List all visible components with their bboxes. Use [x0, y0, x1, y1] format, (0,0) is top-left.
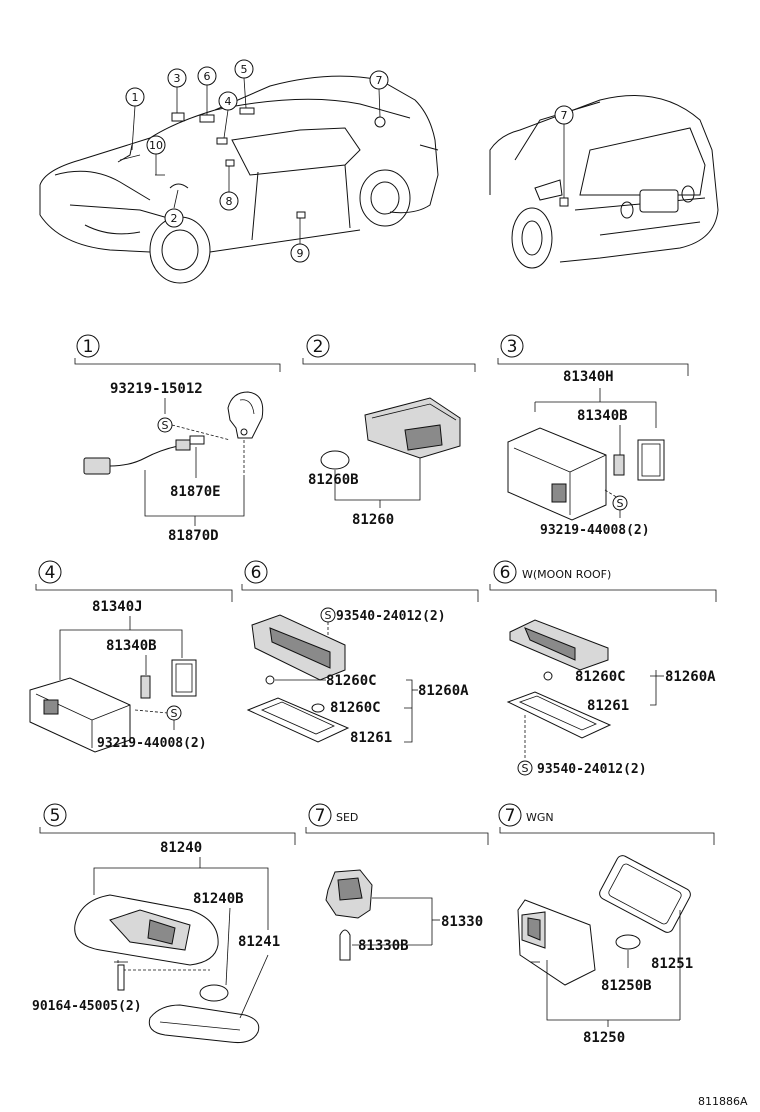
- part-93219-15012: 93219-15012: [110, 381, 203, 397]
- callout-circle: [554, 105, 574, 125]
- part-81250B: 81250B: [601, 978, 652, 994]
- screw-symbol: [517, 760, 533, 776]
- part-81260: 81260: [352, 512, 394, 528]
- part-81250: 81250: [583, 1030, 625, 1046]
- section-note: SED: [336, 811, 358, 824]
- svg-text:S: S: [171, 707, 178, 720]
- callout-circle: [164, 208, 184, 228]
- section-7-sedan: 7 SED 81330 81330B: [305, 803, 489, 961]
- part-81260C-b: 81260C: [575, 669, 626, 685]
- part-81340H: 81340H: [563, 369, 614, 385]
- part-81240: 81240: [160, 840, 202, 856]
- wagon-illustration: [489, 95, 719, 269]
- section-2: 2 81260B 81260: [302, 334, 476, 528]
- part-81340J: 81340J: [92, 599, 143, 615]
- part-81330B: 81330B: [358, 938, 409, 954]
- callout-circle: [218, 91, 238, 111]
- callout-circle: [146, 135, 166, 155]
- callout-4: 4: [225, 95, 232, 108]
- callout-circle: [125, 87, 145, 107]
- callout-7: 7: [376, 74, 383, 87]
- callout-6: 6: [204, 70, 211, 83]
- callout-circle: [234, 59, 254, 79]
- part-93540-24012-b: 93540-24012(2): [537, 762, 647, 777]
- callout-circle: [219, 191, 239, 211]
- part-81240B: 81240B: [193, 891, 244, 907]
- callout-8: 8: [226, 195, 233, 208]
- section-number: 6: [500, 563, 511, 583]
- part-81261-b: 81261: [587, 698, 629, 714]
- part-81241: 81241: [238, 934, 280, 950]
- sedan-callouts: 1 2 3 4 5 6 7 8 9 10: [125, 59, 389, 263]
- section-6-standard: 6 S 93540-24012(2) 81260C 81260C 81261 8…: [241, 560, 479, 746]
- section-7-wagon: 7 WGN 81251 81250B 81250: [498, 803, 715, 1046]
- section-number: 6: [251, 563, 262, 583]
- part-93540-24012-a: 93540-24012(2): [336, 609, 446, 624]
- part-81340B-3: 81340B: [577, 408, 628, 424]
- part-81330: 81330: [441, 914, 483, 930]
- section-number: 5: [50, 806, 61, 826]
- callout-circle: [197, 66, 217, 86]
- part-90164-45005: 90164-45005(2): [32, 999, 142, 1014]
- part-81260C-a2: 81260C: [330, 700, 381, 716]
- part-93219-44008-4: 93219-44008(2): [97, 736, 207, 751]
- callout-1: 1: [132, 91, 139, 104]
- part-81870D: 81870D: [168, 528, 219, 544]
- section-4: 4 81340J 81340B S 93219-44008(2): [29, 560, 233, 753]
- section-1: 1 93219-15012 S 81870E 81870D: [74, 334, 281, 544]
- part-81260B: 81260B: [308, 472, 359, 488]
- callout-3: 3: [174, 72, 181, 85]
- callout-circle: [290, 243, 310, 263]
- section-5: 5 81240 81240B 81241 90164-45005(2): [32, 803, 296, 1043]
- callout-circle: [369, 70, 389, 90]
- svg-text:S: S: [522, 762, 529, 775]
- callout-2: 2: [171, 212, 178, 225]
- section-number: 1: [83, 337, 94, 357]
- section-note: WGN: [526, 811, 554, 824]
- callout-circle: [167, 68, 187, 88]
- section-number: 2: [313, 337, 324, 357]
- part-81251: 81251: [651, 956, 693, 972]
- section-note: W(MOON ROOF): [522, 568, 611, 581]
- section-6-moonroof: 6 W(MOON ROOF) 81260C 81260A 81261 S 935…: [489, 560, 717, 777]
- wagon-callout: 7: [554, 105, 574, 198]
- callout-10: 10: [149, 139, 163, 152]
- section-number: 4: [45, 563, 56, 583]
- svg-text:S: S: [617, 497, 624, 510]
- section-number: 7: [505, 806, 516, 826]
- sedan-illustration: [39, 75, 439, 284]
- part-81260C-a1: 81260C: [326, 673, 377, 689]
- part-81340B-4: 81340B: [106, 638, 157, 654]
- callout-9: 9: [297, 247, 304, 260]
- section-3: 3 81340H 81340B S 93219-44008(2): [497, 334, 689, 538]
- section-number: 7: [315, 806, 326, 826]
- svg-text:S: S: [162, 419, 169, 432]
- part-81260A-b: 81260A: [665, 669, 716, 685]
- callout-7-wagon: 7: [561, 109, 568, 122]
- part-81260A-a: 81260A: [418, 683, 469, 699]
- diagram-code: 811886A: [698, 1095, 748, 1108]
- part-81261-a: 81261: [350, 730, 392, 746]
- svg-text:S: S: [325, 609, 332, 622]
- part-81870E: 81870E: [170, 484, 221, 500]
- section-number: 3: [507, 337, 518, 357]
- callout-5: 5: [241, 63, 248, 76]
- part-93219-44008-3: 93219-44008(2): [540, 523, 650, 538]
